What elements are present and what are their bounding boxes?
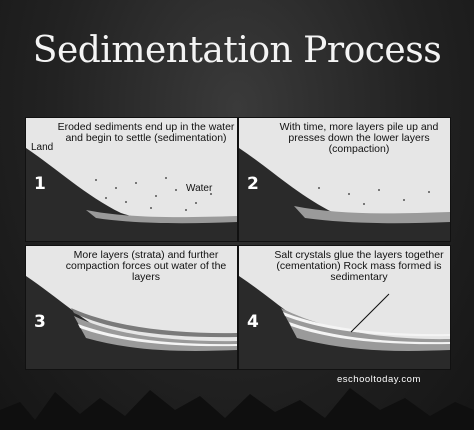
panel-4-caption: Salt crystals glue the layers together (… xyxy=(269,250,449,283)
water-label: Water xyxy=(186,183,212,194)
rock-silhouette xyxy=(0,380,474,430)
land-label: Land xyxy=(31,142,53,153)
panel-1-caption: Eroded sediments end up in the water and… xyxy=(56,122,236,144)
panel-4-number: 4 xyxy=(247,312,259,332)
panel-1-number: 1 xyxy=(34,174,46,194)
panel-3-number: 3 xyxy=(34,312,46,332)
panel-2-compaction: With time, more layers pile up and press… xyxy=(238,117,451,242)
panel-3-strata: More layers (strata) and further compact… xyxy=(25,245,238,370)
diagram-title: Sedimentation Process xyxy=(0,30,474,71)
panel-2-caption: With time, more layers pile up and press… xyxy=(269,122,449,155)
panel-1-sedimentation: Eroded sediments end up in the water and… xyxy=(25,117,238,242)
panel-3-caption: More layers (strata) and further compact… xyxy=(56,250,236,283)
credit-text: eschooltoday.com xyxy=(337,374,421,385)
panel-2-number: 2 xyxy=(247,174,259,194)
panel-4-cementation: Salt crystals glue the layers together (… xyxy=(238,245,451,370)
